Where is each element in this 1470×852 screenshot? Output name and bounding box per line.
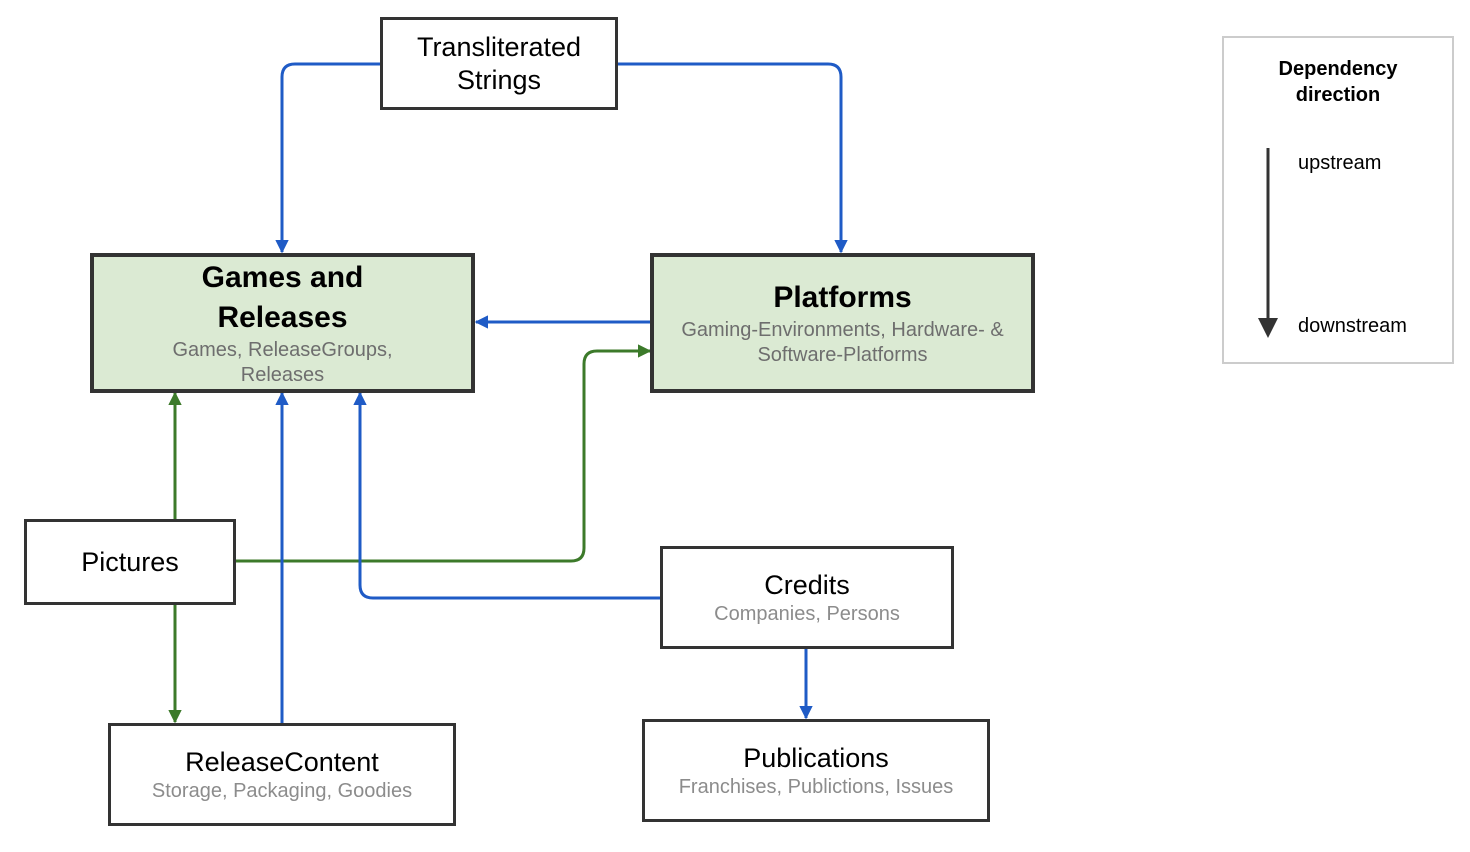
- legend: Dependency direction upstream downstream: [1222, 36, 1454, 364]
- edge-transliterated-to-platforms: [617, 62, 848, 254]
- node-subtitle: Storage, Packaging, Goodies: [151, 779, 413, 802]
- node-games-and-releases: Games and Releases Games, ReleaseGroups,…: [90, 253, 475, 393]
- node-subtitle: Franchises, Publictions, Issues: [678, 775, 954, 798]
- node-title: Transliterated Strings: [416, 31, 582, 95]
- node-subtitle: Gaming-Environments, Hardware- & Softwar…: [681, 319, 1004, 366]
- node-subtitle: Games, ReleaseGroups, Releases: [172, 339, 393, 386]
- node-title: Pictures: [81, 546, 179, 577]
- legend-arrow-icon: [1258, 148, 1278, 338]
- node-title: Publications: [743, 742, 889, 773]
- node-releasecontent: ReleaseContent Storage, Packaging, Goodi…: [108, 723, 456, 826]
- legend-title: Dependency direction: [1278, 58, 1398, 106]
- node-credits: Credits Companies, Persons: [660, 546, 954, 649]
- legend-upstream-label: upstream: [1298, 152, 1382, 174]
- edge-credits-to-games: [353, 391, 660, 600]
- node-pictures: Pictures: [24, 519, 236, 605]
- node-title: Platforms: [773, 281, 912, 314]
- edge-pictures-to-platforms: [236, 344, 652, 563]
- node-subtitle: Companies, Persons: [714, 602, 900, 625]
- node-transliterated-strings: Transliterated Strings: [380, 17, 618, 110]
- node-platforms: Platforms Gaming-Environments, Hardware-…: [650, 253, 1035, 393]
- edge-transliterated-to-games: [275, 62, 381, 254]
- node-title: Games and Releases: [201, 261, 364, 334]
- node-publications: Publications Franchises, Publictions, Is…: [642, 719, 990, 822]
- legend-downstream-label: downstream: [1298, 315, 1407, 337]
- node-title: Credits: [764, 569, 850, 600]
- node-title: ReleaseContent: [185, 746, 379, 777]
